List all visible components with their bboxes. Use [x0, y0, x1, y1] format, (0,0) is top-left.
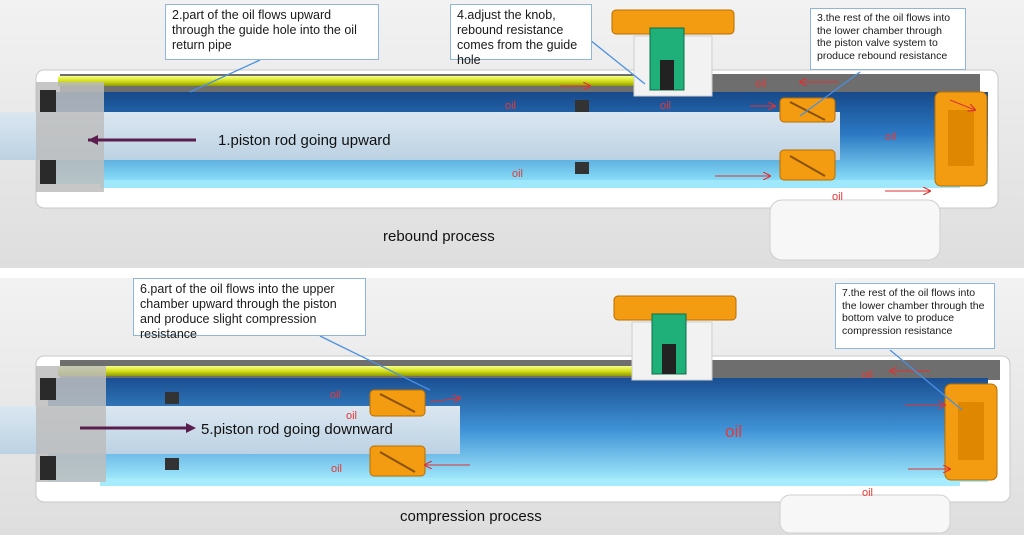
top-leader-4 — [589, 39, 646, 85]
top-stop-ring-lower — [575, 162, 589, 174]
top-rod-label: 1.piston rod going upward — [218, 132, 391, 149]
top-bottom-valve — [934, 91, 988, 187]
callout-guide-hole: 2.part of the oil flows upward through t… — [165, 4, 379, 60]
top-oil-label: oil — [505, 100, 516, 112]
bottom-oil-label: oil — [331, 463, 342, 475]
top-oil-lower-band — [100, 180, 960, 188]
top-mount-bracket — [769, 199, 941, 261]
callout-piston-valve: 3.the rest of the oil flows into the low… — [810, 8, 966, 70]
bottom-stop-ring-upper — [165, 392, 179, 404]
top-oil-label: oil — [755, 78, 766, 90]
bottom-piston-valve — [369, 389, 426, 477]
callout-bottom-valve: 7.the rest of the oil flows into the low… — [835, 283, 995, 349]
bottom-adjust-knob — [613, 295, 737, 381]
top-leader-3 — [799, 71, 861, 117]
top-oil-label: oil — [660, 100, 671, 112]
bottom-seal-ring-lower — [40, 456, 56, 480]
top-rod-arrowhead — [88, 135, 98, 145]
bottom-leader-7 — [889, 349, 963, 411]
top-leader-2 — [189, 59, 261, 93]
bottom-oil-lower-band — [100, 478, 960, 486]
top-seal-ring-lower — [40, 160, 56, 184]
top-seal-ring-upper — [40, 90, 56, 112]
bottom-return-pipe — [58, 366, 666, 376]
top-flow-arrow — [949, 99, 975, 110]
bottom-mount-bracket — [779, 494, 951, 534]
bottom-oil-label: oil — [725, 422, 742, 441]
top-stop-ring-upper — [575, 100, 589, 112]
bottom-oil-label: oil — [862, 487, 873, 499]
bottom-rod-arrowhead — [186, 423, 196, 433]
bottom-rod-label: 5.piston rod going downward — [201, 421, 393, 438]
panel-divider — [0, 268, 1024, 278]
top-adjust-knob — [611, 9, 735, 97]
callout-adjust-knob: 4.adjust the knob, rebound resistance co… — [450, 4, 592, 67]
bottom-stop-ring-lower — [165, 458, 179, 470]
top-oil-label: oil — [512, 168, 523, 180]
top-piston-rod — [0, 112, 840, 160]
top-oil-label: oil — [885, 131, 896, 143]
bottom-process-label: compression process — [400, 508, 542, 525]
bottom-flow-arrow — [429, 398, 460, 402]
bottom-oil-label: oil — [346, 410, 357, 422]
bottom-bottom-valve — [944, 383, 998, 481]
callout-upper-chamber: 6.part of the oil flows into the upper c… — [133, 278, 366, 341]
top-return-pipe — [58, 76, 658, 86]
top-oil-label: oil — [832, 191, 843, 203]
bottom-leader-6 — [319, 335, 431, 391]
bottom-oil-label: oil — [330, 389, 341, 401]
top-process-label: rebound process — [383, 228, 495, 245]
bottom-oil-label: oil — [862, 369, 873, 381]
bottom-seal-ring-upper — [40, 378, 56, 400]
